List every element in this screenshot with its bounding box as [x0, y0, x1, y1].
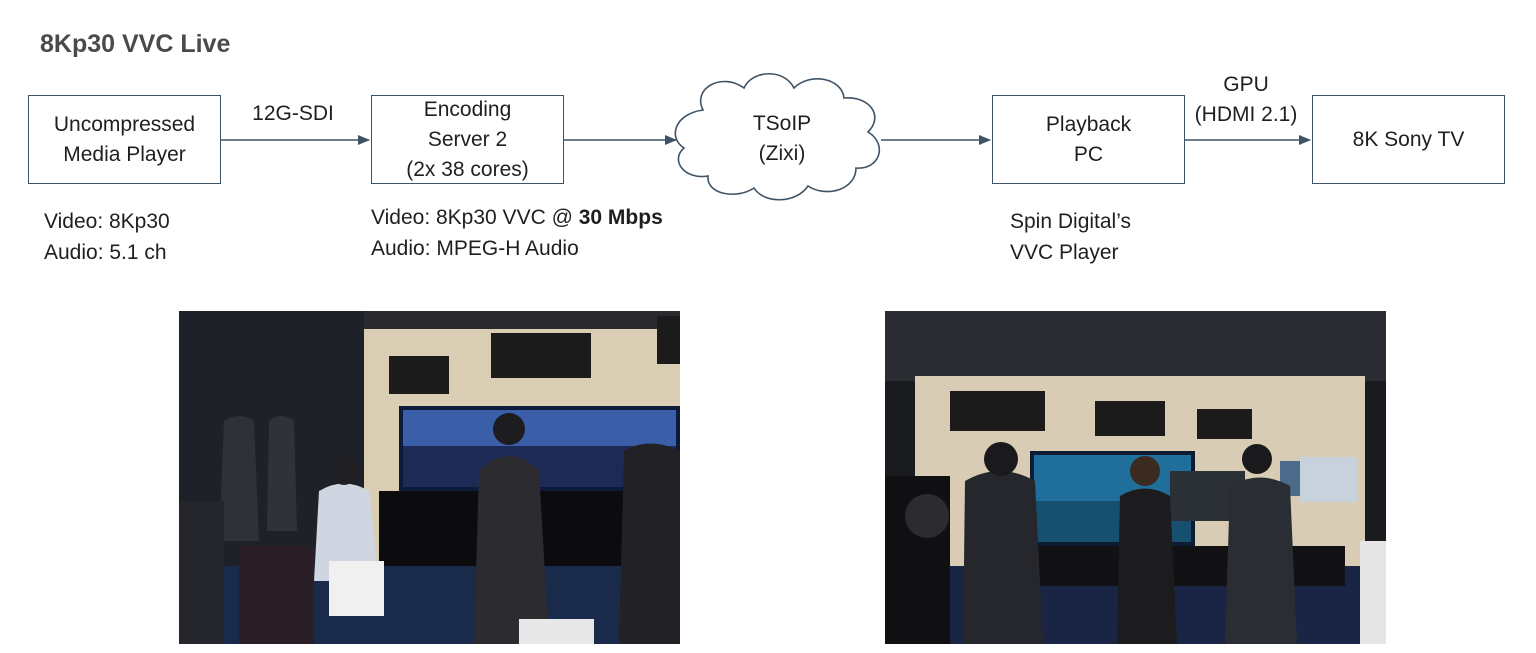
encoder-audio-spec: Audio: MPEG-H Audio [371, 237, 579, 260]
encoder-specs: Video: 8Kp30 VVC @ 30 Mbps Audio: MPEG-H… [371, 202, 663, 264]
gpu-line-1: GPU [1223, 73, 1269, 96]
player-software-line-2: VVC Player [1010, 241, 1119, 264]
gpu-link-label: GPU (HDMI 2.1) [1186, 70, 1306, 130]
encoder-bitrate: 30 Mbps [578, 206, 663, 229]
player-line-2: Media Player [63, 142, 186, 166]
encoder-line-2: Server 2 [427, 127, 508, 151]
player-line-1: Uncompressed [53, 112, 196, 136]
encoder-line-3: (2x 38 cores) [406, 157, 529, 181]
source-specs: Video: 8Kp30 Audio: 5.1 ch [44, 206, 170, 268]
diagram-title: 8Kp30 VVC Live [40, 30, 231, 58]
cloud-shape [674, 73, 880, 201]
playback-pc-box: Playback PC [992, 95, 1185, 184]
source-video-spec: Video: 8Kp30 [44, 210, 170, 233]
sony-tv-box: 8K Sony TV [1312, 95, 1505, 184]
cloud-line-2: (Zixi) [758, 142, 806, 165]
playback-line-2: PC [1073, 142, 1104, 166]
encoding-server-box: Encoding Server 2 (2x 38 cores) [371, 95, 564, 184]
booth-photo-left [179, 311, 680, 644]
source-audio-spec: Audio: 5.1 ch [44, 241, 167, 264]
player-specs: Spin Digital’s VVC Player [1010, 206, 1131, 268]
playback-line-1: Playback [1045, 112, 1132, 136]
tv-line-1: 8K Sony TV [1352, 127, 1465, 151]
player-software-line-1: Spin Digital’s [1010, 210, 1132, 233]
flow-connectors [221, 73, 1311, 201]
cloud-label: TSoIP (Zixi) [712, 109, 852, 169]
cloud-line-1: TSoIP [752, 112, 812, 135]
encoder-video-spec: Video: 8Kp30 VVC @ 30 Mbps [371, 202, 663, 233]
uncompressed-media-player-box: Uncompressed Media Player [28, 95, 221, 184]
encoder-video-prefix: Video: 8Kp30 VVC @ [371, 206, 579, 229]
sdi-link-label: 12G-SDI [252, 102, 334, 125]
booth-photo-right [885, 311, 1386, 644]
gpu-line-2: (HDMI 2.1) [1194, 103, 1298, 126]
encoder-line-1: Encoding [423, 97, 512, 121]
